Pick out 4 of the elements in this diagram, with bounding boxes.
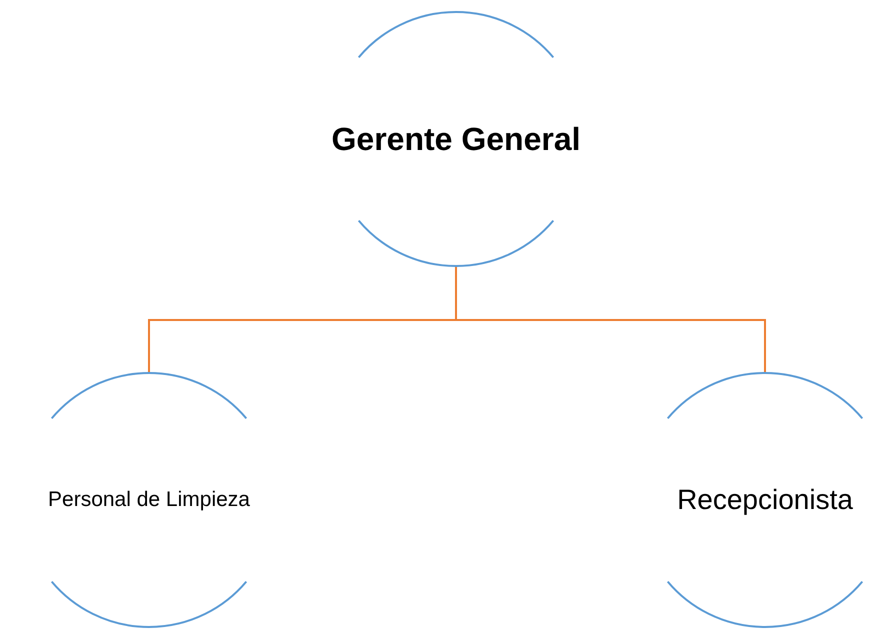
role-label: Personal de Limpieza [48, 488, 250, 512]
role-label: Recepcionista [677, 484, 853, 516]
role-label: Gerente General [332, 120, 580, 158]
connector-line [455, 266, 766, 373]
